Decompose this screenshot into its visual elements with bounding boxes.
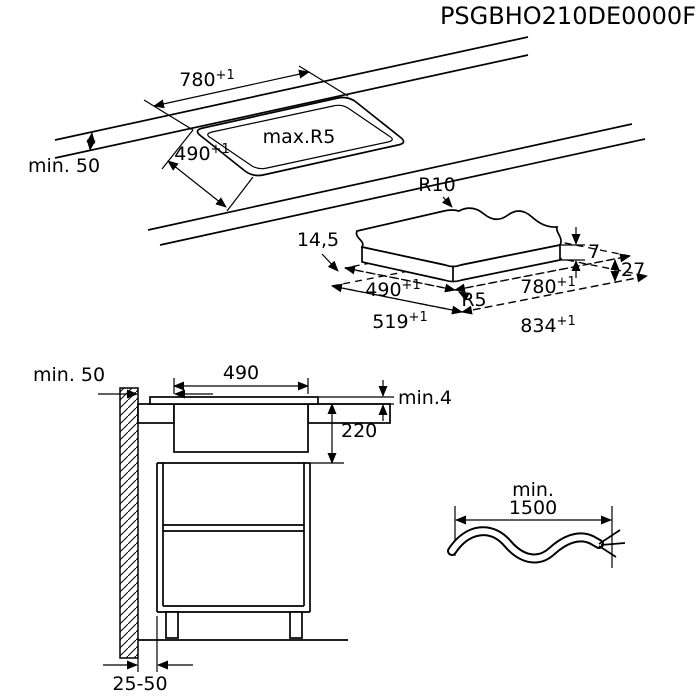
side-overhang-leader (321, 253, 339, 272)
dim-line-cutout-depth (344, 265, 456, 293)
hob-radius-leader (441, 196, 453, 208)
dim-cutout-depth-text: 490+1 (174, 142, 229, 165)
glass-thickness-text: 7 (588, 241, 600, 263)
cable-min-text: min. (512, 479, 554, 501)
dim-edge-clearance-text: min. 50 (28, 155, 100, 177)
hob-glass-section (149, 396, 319, 405)
hob-radius-text: R10 (418, 174, 455, 196)
wall (119, 387, 139, 659)
dim-line-hob-width (461, 273, 648, 315)
cabinet-section-view: min. 50 490 min.4 220 (33, 362, 452, 695)
dim-cutout-width-text: 780+1 (179, 68, 234, 91)
dim-line-cutout-width (153, 69, 310, 109)
cable-wire-end-3 (598, 545, 617, 558)
hob-dimensions-view: R10 7 14,5 R5 27 490+1 780+1 519+1 834+1 (297, 174, 648, 337)
cabinet-leg-right (289, 611, 303, 639)
dim-extension-line (298, 65, 349, 97)
installation-depth-text: 220 (341, 420, 377, 442)
rear-gap-text: 25-50 (112, 673, 167, 695)
dim-hob-depth-text: 519+1 (372, 310, 427, 333)
worktop-cutout-view: 780+1 490+1 min. 50 max.R5 (28, 36, 646, 246)
cutout-depth-text: 490 (223, 362, 259, 384)
cutout-radius-text: max.R5 (263, 126, 336, 148)
cutout-outline-outer (196, 96, 405, 177)
dim-cutout-depth-text: 490+1 (365, 278, 420, 301)
power-cable-view: min. 1500 (447, 479, 626, 568)
worktop-front-edge-line-2 (159, 138, 646, 246)
cable-length-text: 1500 (509, 497, 557, 519)
glass-gap-text: min.4 (398, 387, 452, 409)
dim-line-cutout-depth (167, 160, 227, 208)
hob-body-section (173, 403, 309, 453)
dim-extension-line (143, 99, 194, 131)
dim-hob-width-text: 834+1 (520, 314, 575, 337)
cabinet-leg-left (165, 611, 179, 639)
cable-wire-end-1 (598, 529, 621, 545)
wall-clearance-text: min. 50 (33, 364, 105, 386)
dim-extension-line (161, 129, 194, 170)
dim-extension-line (226, 176, 254, 212)
cable-wire-end-2 (600, 542, 626, 546)
dim-line-edge-clearance (86, 132, 96, 151)
cutout-outline-inner (207, 104, 393, 170)
cutout-radius-text: R5 (461, 289, 486, 311)
dim-cutout-width-text: 780+1 (520, 275, 575, 298)
worktop-front-edge-line-1 (147, 123, 633, 231)
worktop-back-edge-line-1 (54, 36, 529, 141)
cable-core (449, 528, 602, 562)
worktop-left (137, 403, 175, 424)
side-overhang-text: 14,5 (297, 229, 339, 251)
model-code-text: PSGBHO210DE0000F (440, 2, 696, 30)
dim-line-hob-depth (331, 283, 463, 315)
end-overhang-text: 27 (621, 259, 645, 281)
cutout-radius-leader (458, 291, 470, 301)
